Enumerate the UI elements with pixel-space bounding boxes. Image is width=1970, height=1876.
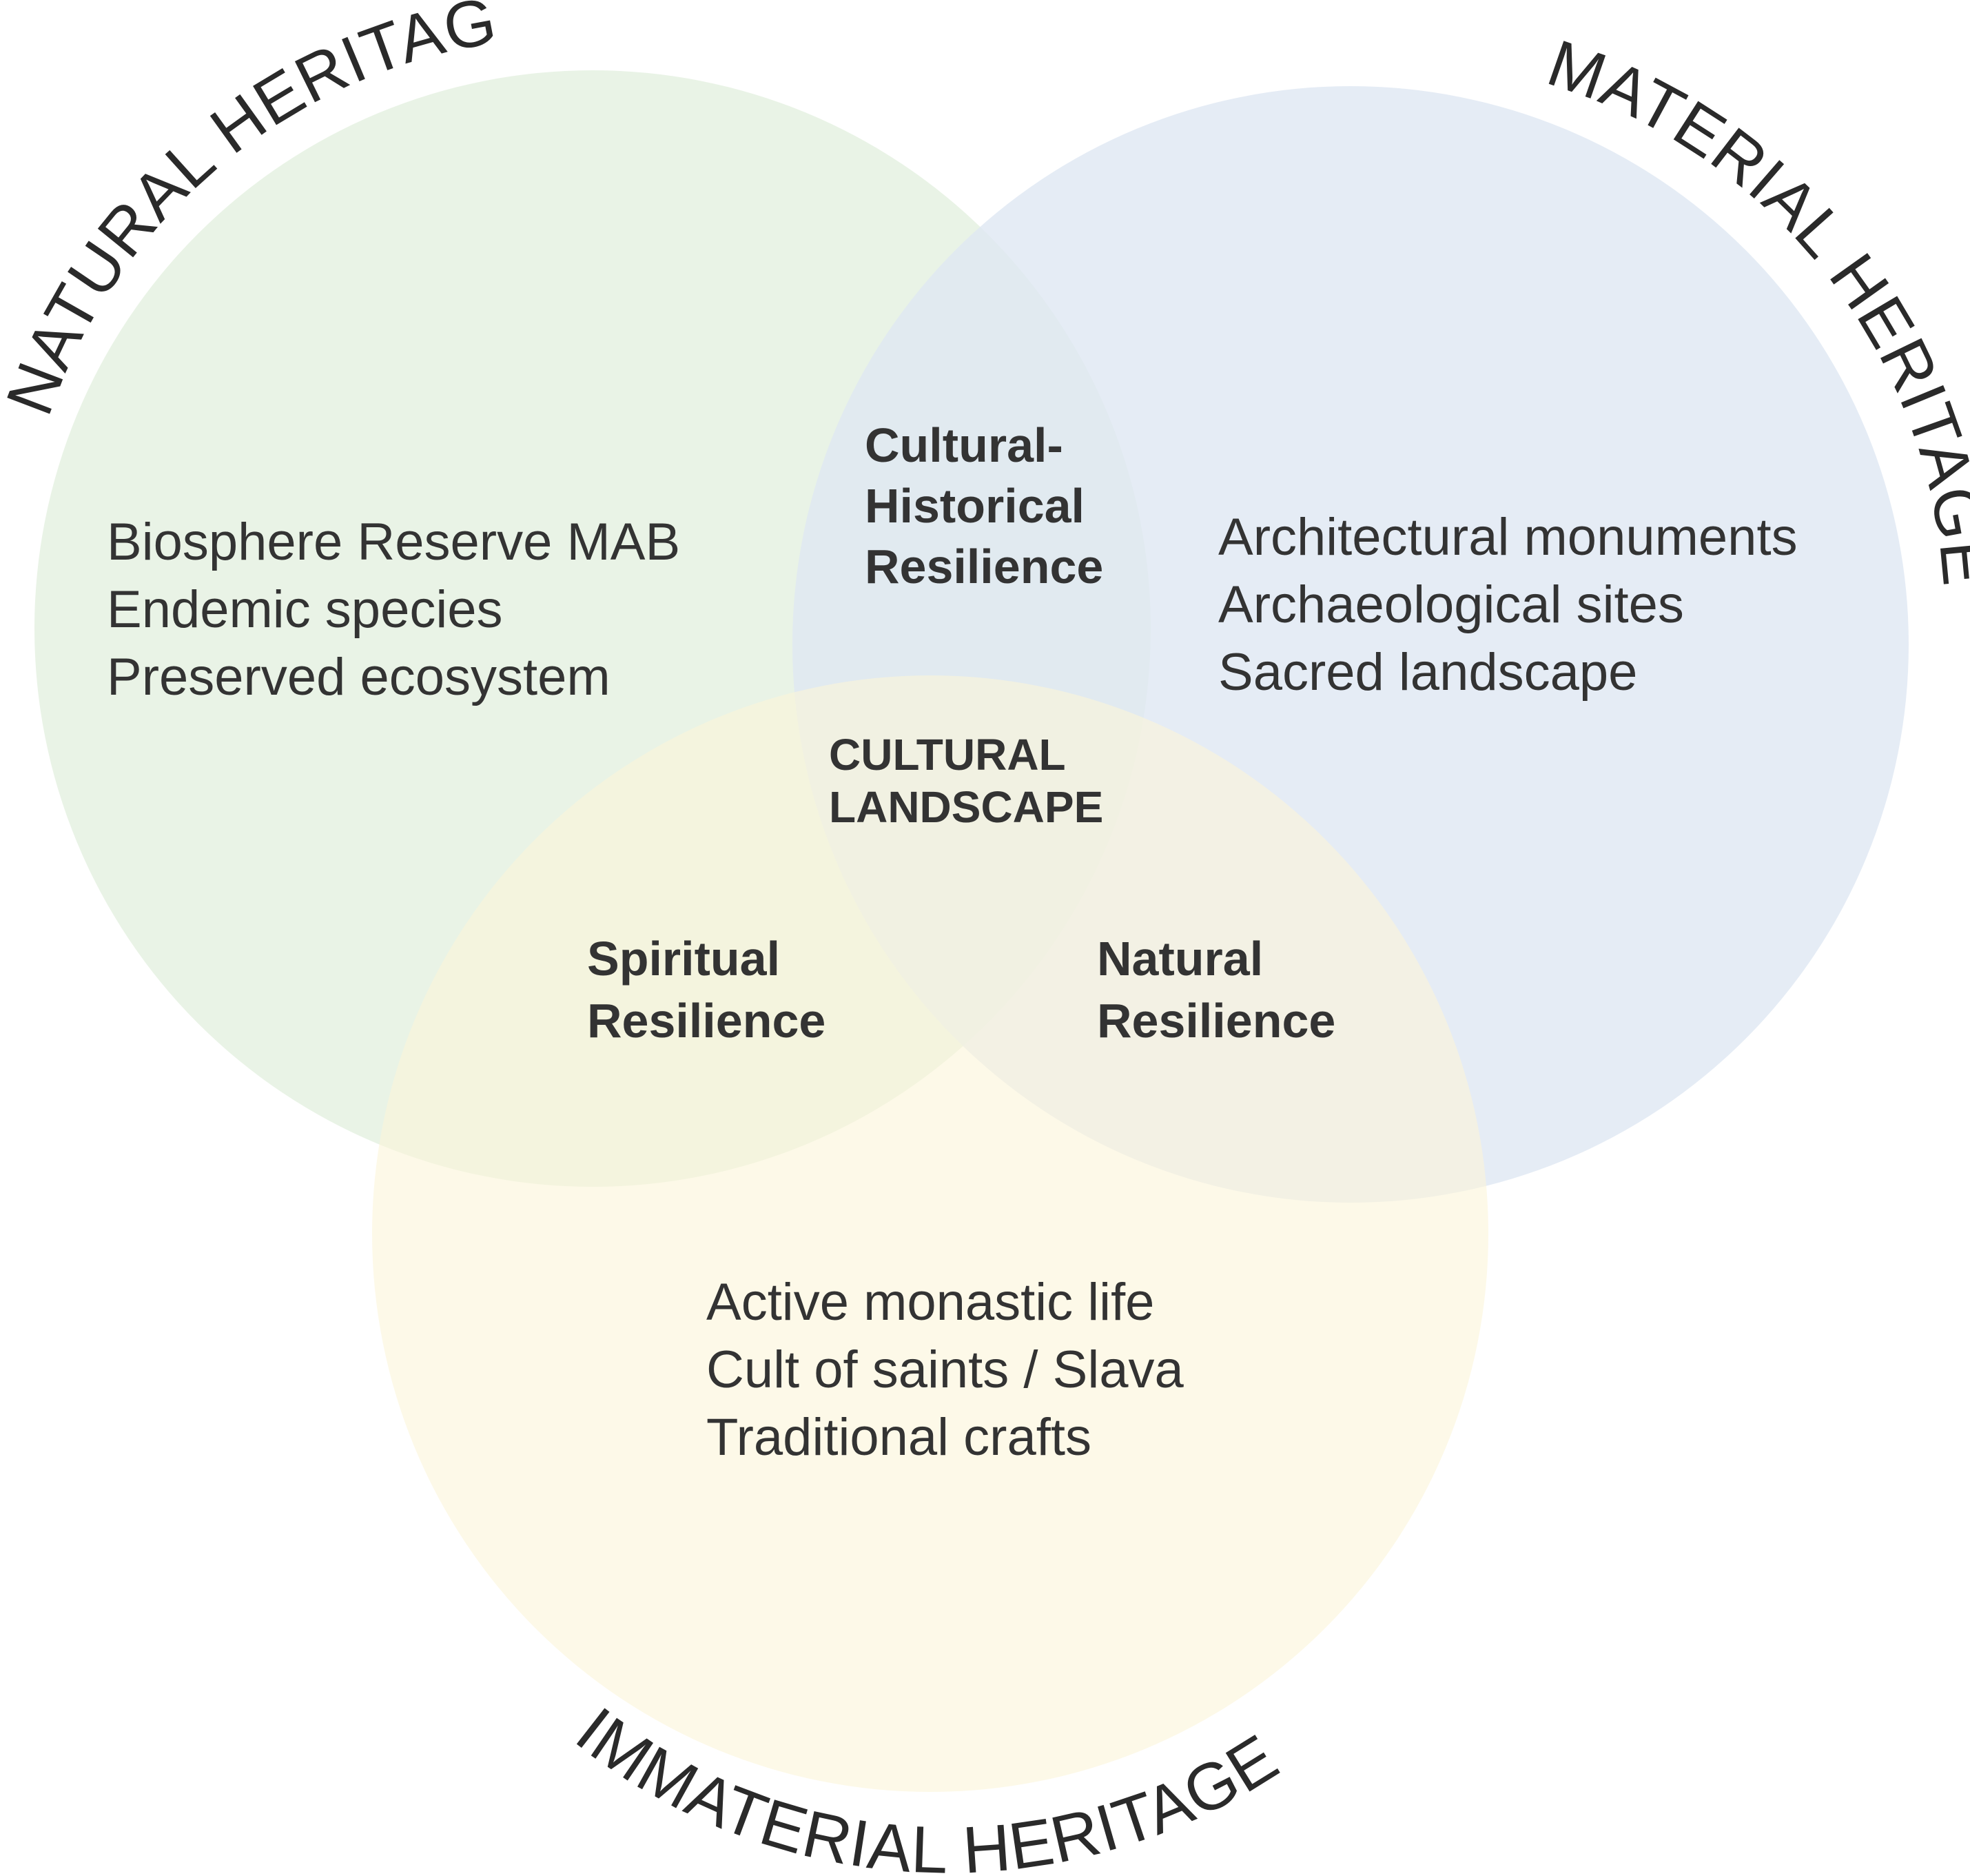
overlap-label-line: Resilience [1097, 994, 1335, 1048]
list-item: Active monastic life [706, 1273, 1154, 1332]
cultural-historical-resilience-label: Cultural- Historical Resilience [865, 418, 1103, 593]
list-item: Endemic species [107, 580, 503, 639]
list-item: Sacred landscape [1218, 643, 1637, 702]
list-item: Architectural monuments [1218, 508, 1798, 567]
overlap-label-line: Cultural- [865, 418, 1063, 472]
spiritual-resilience-label: Spiritual Resilience [587, 932, 825, 1048]
center-label-line: LANDSCAPE [829, 782, 1103, 832]
center-label-line: CULTURAL [829, 730, 1066, 779]
overlap-label-line: Resilience [865, 540, 1103, 593]
immaterial-heritage-items: Active monastic life Cult of saints / Sl… [706, 1273, 1184, 1467]
list-item: Archaeological sites [1218, 575, 1684, 634]
list-item: Cult of saints / Slava [706, 1340, 1184, 1399]
list-item: Biosphere Reserve MAB [107, 513, 680, 571]
natural-resilience-label: Natural Resilience [1097, 932, 1335, 1048]
list-item: Traditional crafts [706, 1408, 1091, 1467]
material-heritage-items: Architectural monuments Archaeological s… [1218, 508, 1798, 702]
natural-heritage-items: Biosphere Reserve MAB Endemic species Pr… [107, 513, 680, 706]
cultural-landscape-label: CULTURAL LANDSCAPE [829, 730, 1103, 832]
overlap-label-line: Resilience [587, 994, 825, 1048]
overlap-label-line: Historical [865, 479, 1085, 533]
immaterial-heritage-circle [372, 675, 1488, 1792]
list-item: Preserved ecosystem [107, 648, 611, 706]
overlap-label-line: Spiritual [587, 932, 780, 986]
overlap-label-line: Natural [1097, 932, 1263, 986]
